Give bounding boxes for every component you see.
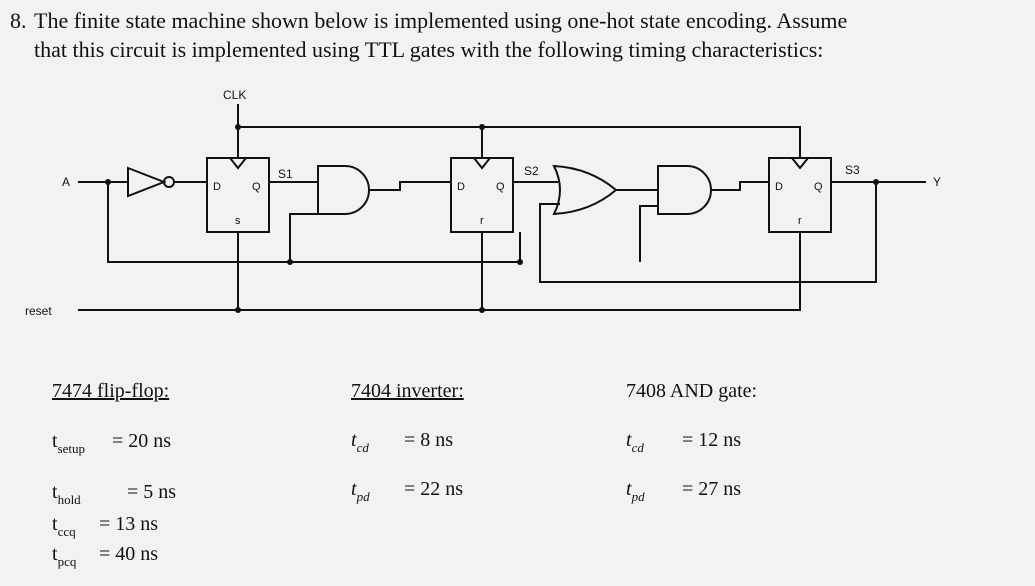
- param-symbol: tcd: [626, 429, 644, 455]
- a-branch-wire: [107, 182, 521, 263]
- inverter-body: [127, 166, 167, 198]
- ff1-q-pin: Q: [252, 181, 261, 193]
- and1-feedback-wire: [289, 213, 318, 262]
- and2-b-wire: [639, 205, 658, 262]
- param-value: = 12 ns: [682, 429, 742, 451]
- ff1-d-pin: D: [213, 181, 221, 193]
- and-gate-2: [657, 165, 712, 215]
- param-value: = 13 ns: [99, 513, 159, 535]
- ff2-d-pin: D: [457, 181, 465, 193]
- ff2-clock-triangle: [473, 157, 491, 170]
- problem-line-2: that this circuit is implemented using T…: [34, 37, 824, 62]
- ff3-q-pin: Q: [814, 181, 823, 193]
- param-value: = 20 ns: [112, 430, 172, 452]
- param-value: = 27 ns: [682, 478, 742, 500]
- param-value: = 40 ns: [99, 543, 159, 565]
- output-y-label: Y: [933, 175, 941, 189]
- and-gate-1: [317, 165, 370, 215]
- or-feedback-wire: [539, 182, 877, 283]
- param-value: = 8 ns: [404, 429, 454, 451]
- param-symbol: tsetup: [52, 430, 86, 456]
- ff1-set-pin: s: [235, 215, 241, 227]
- ff3-reset-pin: r: [798, 215, 802, 227]
- problem-line-1: The finite state machine shown below is …: [34, 8, 848, 33]
- ff2-reset-pin: r: [480, 215, 484, 227]
- param-symbol: thold: [52, 481, 81, 507]
- state-s3-label: S3: [845, 163, 860, 177]
- and-gate-title: 7408 AND gate:: [626, 380, 758, 402]
- param-value: = 22 ns: [404, 478, 464, 500]
- input-a-label: A: [62, 175, 70, 189]
- param-symbol: tcd: [351, 429, 369, 455]
- clk-wire: [237, 104, 801, 158]
- flipflop-title: 7474 flip-flop:: [52, 380, 170, 402]
- reset-wire: [78, 232, 801, 311]
- or-gate: [552, 164, 618, 216]
- problem-statement: 8. The finite state machine shown below i…: [10, 6, 1025, 64]
- param-value: = 5 ns: [127, 481, 177, 503]
- state-s2-label: S2: [524, 164, 539, 178]
- param-symbol: tpd: [626, 478, 645, 504]
- ff2-q-pin: Q: [496, 181, 505, 193]
- reset-label: reset: [25, 304, 52, 318]
- and2-to-ff3-wire: [711, 181, 769, 191]
- problem-number: 8.: [10, 8, 27, 33]
- clk-label: CLK: [223, 88, 246, 102]
- inverter-title: 7404 inverter:: [351, 380, 464, 402]
- param-symbol: tccq: [52, 513, 76, 539]
- and1-to-ff2-wire: [369, 181, 451, 191]
- param-symbol: tpd: [351, 478, 370, 504]
- state-s1-label: S1: [278, 167, 293, 181]
- param-symbol: tpcq: [52, 543, 77, 569]
- ff1-clock-triangle: [229, 157, 247, 170]
- ff3-clock-triangle: [791, 157, 809, 170]
- ff3-d-pin: D: [775, 181, 783, 193]
